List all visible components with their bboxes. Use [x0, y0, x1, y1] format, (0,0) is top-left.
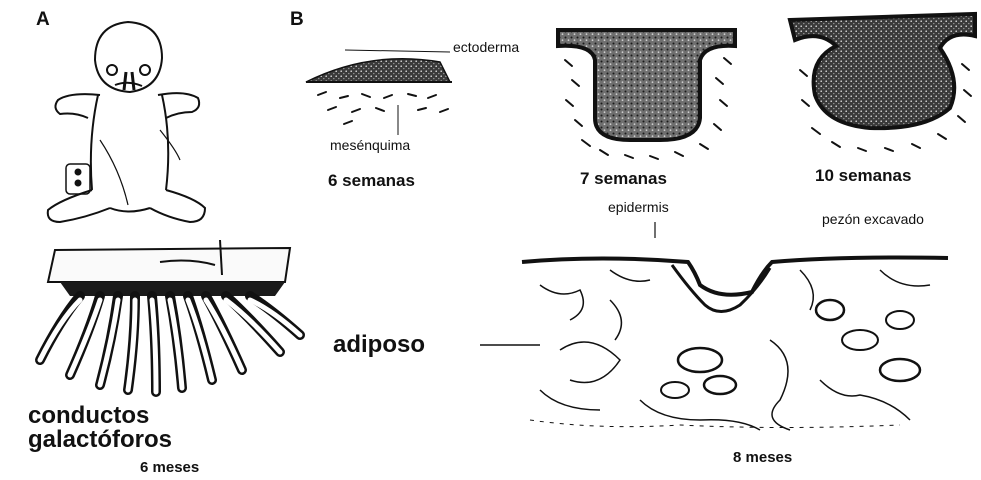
- stage-6-weeks-label: 6 semanas: [328, 172, 415, 189]
- galactoforos-label: galactóforos: [28, 428, 172, 452]
- mesenquima-label: mesénquima: [330, 138, 410, 152]
- stage-6-weeks-drawing: [306, 50, 452, 135]
- stage-7-weeks-label: 7 semanas: [580, 170, 667, 187]
- conductos-label: conductos: [28, 404, 149, 428]
- fetus-inset-dots: [75, 169, 82, 187]
- stage-10-weeks-label: 10 semanas: [815, 167, 911, 184]
- stage-6-months-label: 6 meses: [140, 460, 199, 475]
- stage-7-weeks-drawing: [558, 30, 735, 140]
- mesenchyme-marks-6w: [318, 92, 448, 124]
- ectoderma-label: ectoderma: [453, 40, 519, 54]
- pezon-excavado-label: pezón excavado: [822, 212, 924, 226]
- skin-block: [48, 240, 290, 296]
- stage-10-weeks-drawing: [790, 14, 975, 128]
- stage-8-months-label: 8 meses: [733, 450, 792, 465]
- fetus-drawing: [48, 22, 205, 222]
- panel-b-letter: B: [290, 10, 304, 29]
- adiposo-label: adiposo: [333, 333, 425, 357]
- panel-a-letter: A: [36, 10, 50, 29]
- stage-8-months-drawing: [480, 222, 948, 430]
- epidermis-label: epidermis: [608, 200, 669, 214]
